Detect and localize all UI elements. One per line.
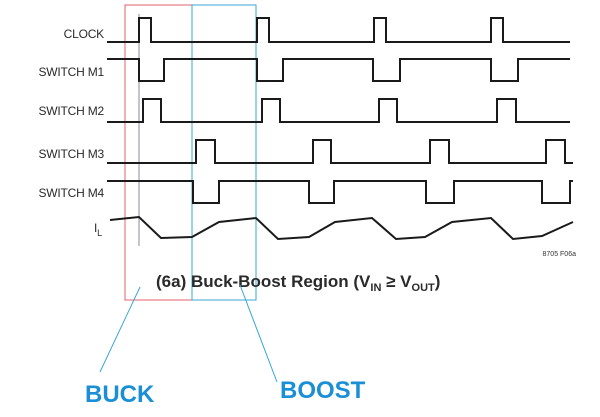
wave-switch-m4 [107,180,573,204]
figure-caption: (6a) Buck-Boost Region (VIN ≥ VOUT) [156,272,440,294]
boost-leader-line [239,284,278,383]
label-switch-m2: SWITCH M2 [38,104,104,118]
label-switch-m4: SWITCH M4 [38,186,104,200]
label-clock: CLOCK [64,27,105,41]
buck-region-box [124,4,193,301]
label-inductor-current: IL [94,221,102,238]
figure-id: 8705 F06a [543,251,577,258]
boost-label: BOOST [280,377,366,404]
buck-label: BUCK [85,381,155,408]
wave-switch-m2 [107,98,570,123]
boost-region-box [191,4,257,301]
label-switch-m1: SWITCH M1 [38,65,104,79]
buck-leader-line [99,286,141,373]
wave-clock [107,17,570,43]
label-switch-m3: SWITCH M3 [38,147,104,161]
wave-switch-m1 [107,58,570,82]
wave-switch-m3 [107,139,573,164]
wave-inductor-current [109,215,574,241]
